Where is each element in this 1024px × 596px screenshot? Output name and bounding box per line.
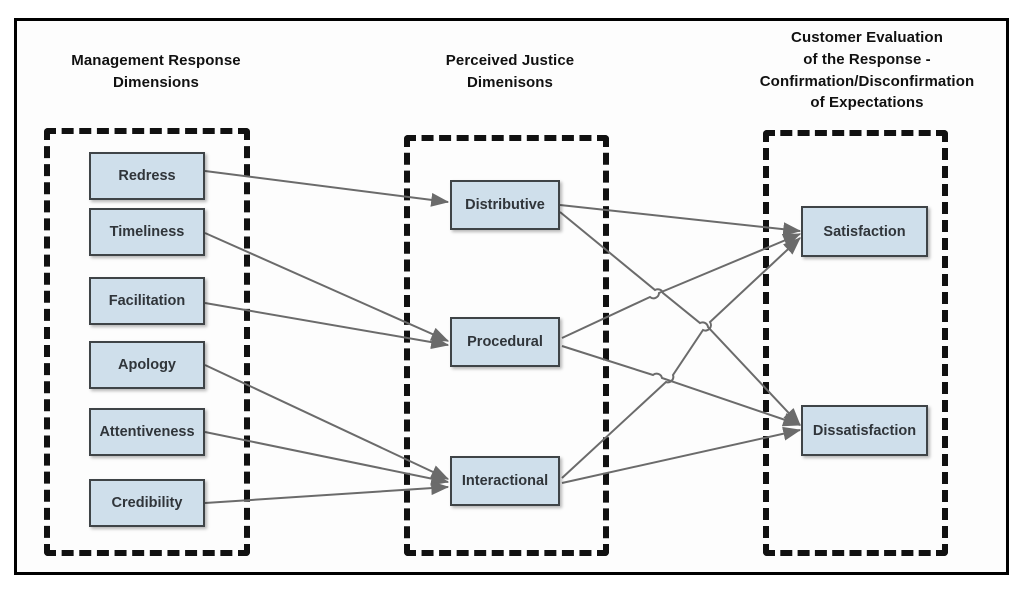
header-line: Management Response [71,52,241,69]
header-line: Dimenisons [466,73,554,91]
node-label: Distributive [465,197,545,213]
header-line: Confirmation/Disconfirmation [759,72,975,90]
column-header-perceived-justice: Perceived Justice Dimenisons [390,50,630,94]
node-attentiveness[interactable]: Attentiveness [89,408,205,456]
node-satisfaction[interactable]: Satisfaction [801,206,928,257]
node-label: Redress [118,168,176,184]
node-label: Interactional [461,473,549,489]
node-label: Credibility [111,495,183,511]
node-dissatisfaction[interactable]: Dissatisfaction [801,405,928,456]
header-line: of Expectations [810,94,924,112]
node-label: Dissatisfaction [812,422,917,439]
node-facilitation[interactable]: Facilitation [89,277,205,325]
group-container-customer-evaluation [763,130,948,556]
node-timeliness[interactable]: Timeliness [89,208,205,256]
header-line: of the Response - [803,50,931,68]
header-line: Customer Evaluation [791,29,943,46]
node-credibility[interactable]: Credibility [89,479,205,527]
node-redress[interactable]: Redress [89,152,205,200]
node-label: Timeliness [109,224,185,240]
node-apology[interactable]: Apology [89,341,205,389]
node-label: Satisfaction [823,223,906,240]
column-header-customer-evaluation: Customer Evaluation of the Response - Co… [722,27,1012,114]
column-header-management-response: Management Response Dimensions [36,50,276,94]
node-label: Facilitation [108,293,186,309]
node-label: Apology [118,357,176,373]
node-label: Procedural [467,334,543,350]
node-procedural[interactable]: Procedural [450,317,560,367]
header-line: Dimensions [112,73,200,91]
header-line: Perceived Justice [445,52,575,69]
node-label: Attentiveness [99,424,195,440]
node-interactional[interactable]: Interactional [450,456,560,506]
node-distributive[interactable]: Distributive [450,180,560,230]
